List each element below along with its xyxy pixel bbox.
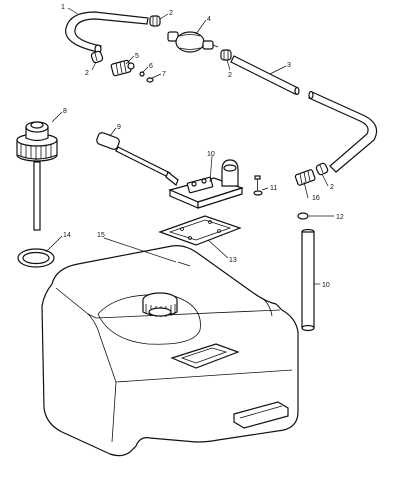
callout-15: 15 <box>97 232 105 239</box>
vent-fitting-part-10 <box>168 159 244 209</box>
pickup-tube-part-9 <box>96 132 179 186</box>
primer-bulb-part-4 <box>167 31 219 53</box>
callout-10: 10 <box>322 282 330 289</box>
callout-12: 12 <box>336 214 344 221</box>
o-ring-part-6 <box>139 71 145 77</box>
o-ring-part-7 <box>146 77 154 83</box>
leader-lines <box>45 7 334 285</box>
callout-2: 2 <box>330 184 334 191</box>
callout-6: 6 <box>149 63 153 70</box>
callout-7: 7 <box>162 71 166 78</box>
connector-fitting-part-16 <box>294 169 316 186</box>
fuel-tank-part-15 <box>41 245 299 457</box>
fill-cap-part-8 <box>16 121 58 231</box>
callout-2: 2 <box>228 72 232 79</box>
callout-16: 16 <box>312 195 320 202</box>
callout-3: 3 <box>287 62 291 69</box>
plate-gasket-part-13 <box>158 215 242 246</box>
callout-1: 1 <box>61 4 65 11</box>
callout-4: 4 <box>207 16 211 23</box>
callout-2: 2 <box>85 70 89 77</box>
callout-8: 8 <box>63 108 67 115</box>
dip-tube-part-10 <box>301 228 315 332</box>
callout-2: 2 <box>169 10 173 17</box>
o-ring-part-12 <box>297 212 309 220</box>
gasket-ring-part-14 <box>17 248 55 268</box>
hose-clamp-part-2-top <box>149 15 161 27</box>
fuel-hose-part-3 <box>230 55 378 173</box>
callout-9: 9 <box>117 124 121 131</box>
callout-13: 13 <box>229 257 237 264</box>
callout-10: 10 <box>207 151 215 158</box>
fuel-hose-part-1 <box>65 11 149 54</box>
hose-clamp-part-2-left <box>90 50 104 64</box>
hose-clamp-part-2-right <box>220 49 232 61</box>
callout-5: 5 <box>135 53 139 60</box>
connector-fitting-part-5 <box>110 59 135 77</box>
callout-11: 11 <box>270 185 277 192</box>
callout-14: 14 <box>63 232 71 239</box>
callout-labels: 1 2 4 5 6 7 2 2 3 8 9 10 11 2 16 12 13 1… <box>61 4 344 289</box>
screw-part-11 <box>253 175 263 196</box>
hose-clamp-part-2-lower <box>315 162 329 176</box>
